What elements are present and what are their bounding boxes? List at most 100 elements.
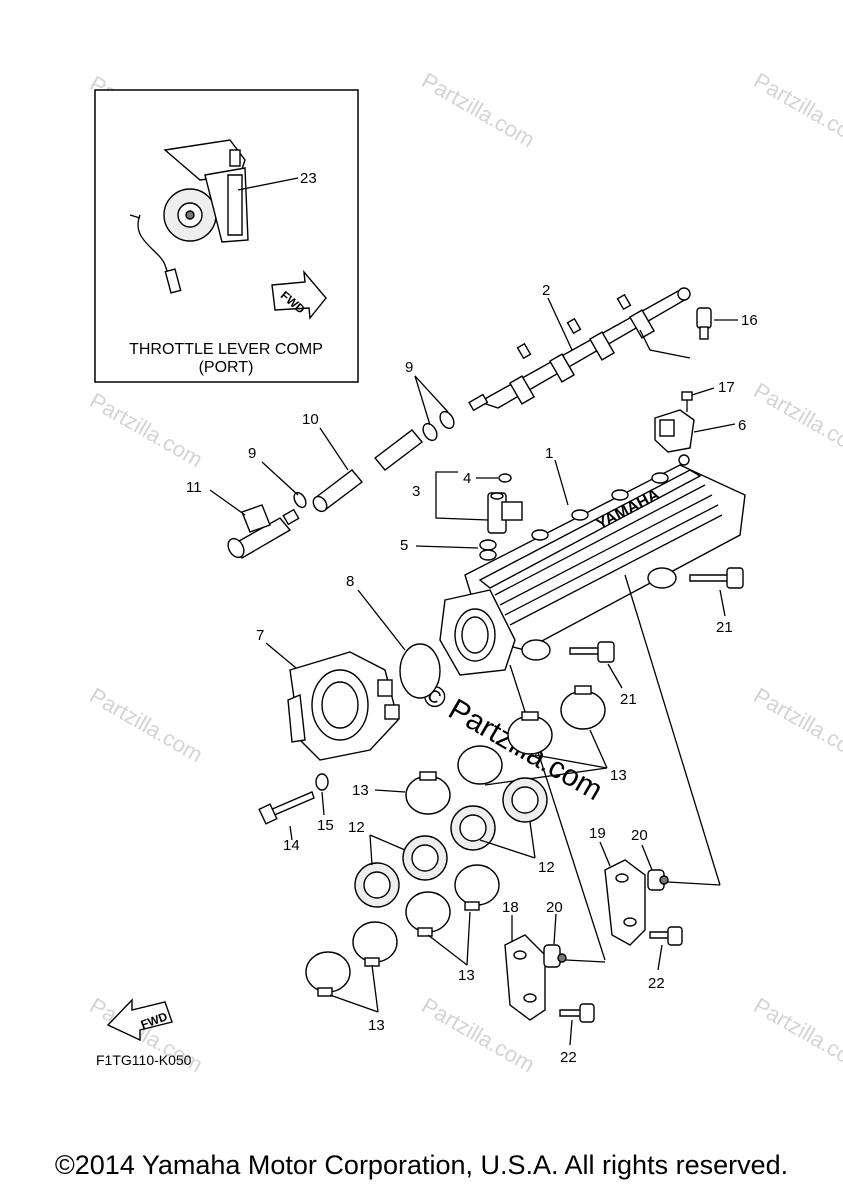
leader-23 [237,177,299,191]
leader-12b [479,839,536,859]
callout-5: 5 [400,537,408,554]
watermark: Partzilla.com [86,683,208,768]
intake-manifold-1 [439,464,746,961]
watermark: Partzilla.com [750,68,843,153]
bolt-21a [689,567,744,589]
leader-13d [329,994,379,1013]
leader-21b [607,663,623,689]
leader-22a [657,944,663,971]
leader-20b-link [565,959,606,963]
leader-17 [691,387,715,396]
clamp-13-group-b [305,864,500,997]
leader-2 [547,297,573,351]
callout-16: 16 [741,312,758,329]
inset-subtitle: (PORT) [199,359,254,376]
parts-diagram: Partzilla.com Partzilla.com Partzilla.co… [86,68,843,1078]
watermark: Partzilla.com [750,993,843,1078]
callout-13: 13 [368,1017,385,1034]
bracket-19 [604,859,646,946]
leader-13c [466,911,471,966]
watermark: Partzilla.com [418,68,540,153]
bolt-14 [258,791,315,825]
grommet-20a [647,869,669,891]
bolt-16 [696,307,712,340]
bolt-22b [559,1003,595,1023]
callout-21: 21 [716,619,733,636]
leader-20a [641,844,653,871]
leader-11 [209,489,246,516]
callout-20: 20 [631,827,648,844]
o-ring-4 [498,473,512,483]
callout-9: 9 [248,445,256,462]
leader-12a [369,834,406,851]
throttle-lever-drawing [129,139,249,294]
fitting-11 [227,504,300,559]
callout-6: 6 [738,417,746,434]
screw-17 [681,391,693,412]
leader-21a [719,589,726,617]
callout-13: 13 [610,767,627,784]
leader-5 [415,545,479,549]
leader-22b [569,1019,573,1046]
grommet-20b [543,944,567,968]
callout-15: 15 [317,817,334,834]
leader-14 [289,825,293,841]
callout-3: 3 [412,483,420,500]
callout-1: 1 [545,445,553,462]
leader-13b [374,789,406,793]
fwd-arrow-bottom: FWD [106,998,173,1042]
leader-13a [484,767,608,786]
intake-boot-12 [354,777,548,908]
o-ring-8 [399,643,441,699]
leader-9a [414,375,431,426]
inset-title: THROTTLE LEVER COMP [129,341,323,358]
leader-12b [529,821,536,859]
seal-5 [479,539,497,561]
bracket-18 [504,934,546,1021]
throttle-body-7 [287,651,400,761]
callout-9: 9 [405,359,413,376]
leader-12a [369,834,373,866]
callout-13: 13 [458,967,475,984]
leader-1 [554,459,569,506]
fuel-rail [468,287,691,412]
leader-9b [261,461,299,496]
leader-3 [435,471,489,521]
leader-13a [589,729,608,769]
callout-17: 17 [718,379,735,396]
callout-11: 11 [186,479,202,496]
washer-15 [315,773,329,791]
callout-12: 12 [348,819,365,836]
watermark: Partzilla.com [750,683,843,768]
leader-19 [599,841,611,867]
leader-13d [371,964,379,1013]
callout-4: 4 [463,470,471,487]
callout-12: 12 [538,859,555,876]
callout-23: 23 [300,170,317,187]
watermark: Partzilla.com [750,378,843,463]
sensor-6 [654,409,695,466]
callout-8: 8 [346,573,354,590]
bolt-21b [569,641,615,663]
callout-22: 22 [648,975,665,992]
callout-18: 18 [502,899,519,916]
figure-code: F1TG110-K050 [96,1052,192,1068]
leader-20b [553,913,557,945]
hose-10 [312,429,424,513]
leader-6 [693,423,736,433]
bolt-22a [649,926,683,946]
leader-9a [414,375,449,413]
copyright-notice: ©2014 Yamaha Motor Corporation, U.S.A. A… [54,1150,789,1180]
callout-10: 10 [302,411,319,428]
injector-3 [487,492,523,534]
leader-10 [319,427,349,471]
callout-2: 2 [542,282,550,299]
callout-22: 22 [560,1049,577,1066]
callout-21: 21 [620,691,637,708]
callout-14: 14 [283,837,300,854]
callout-7: 7 [256,627,264,644]
leader-7 [265,642,297,669]
callout-19: 19 [589,825,606,842]
leader-13c [427,934,468,966]
inset-throttle-lever: 23 FWD THROTTLE LEVER COMP (PORT) [94,89,359,383]
